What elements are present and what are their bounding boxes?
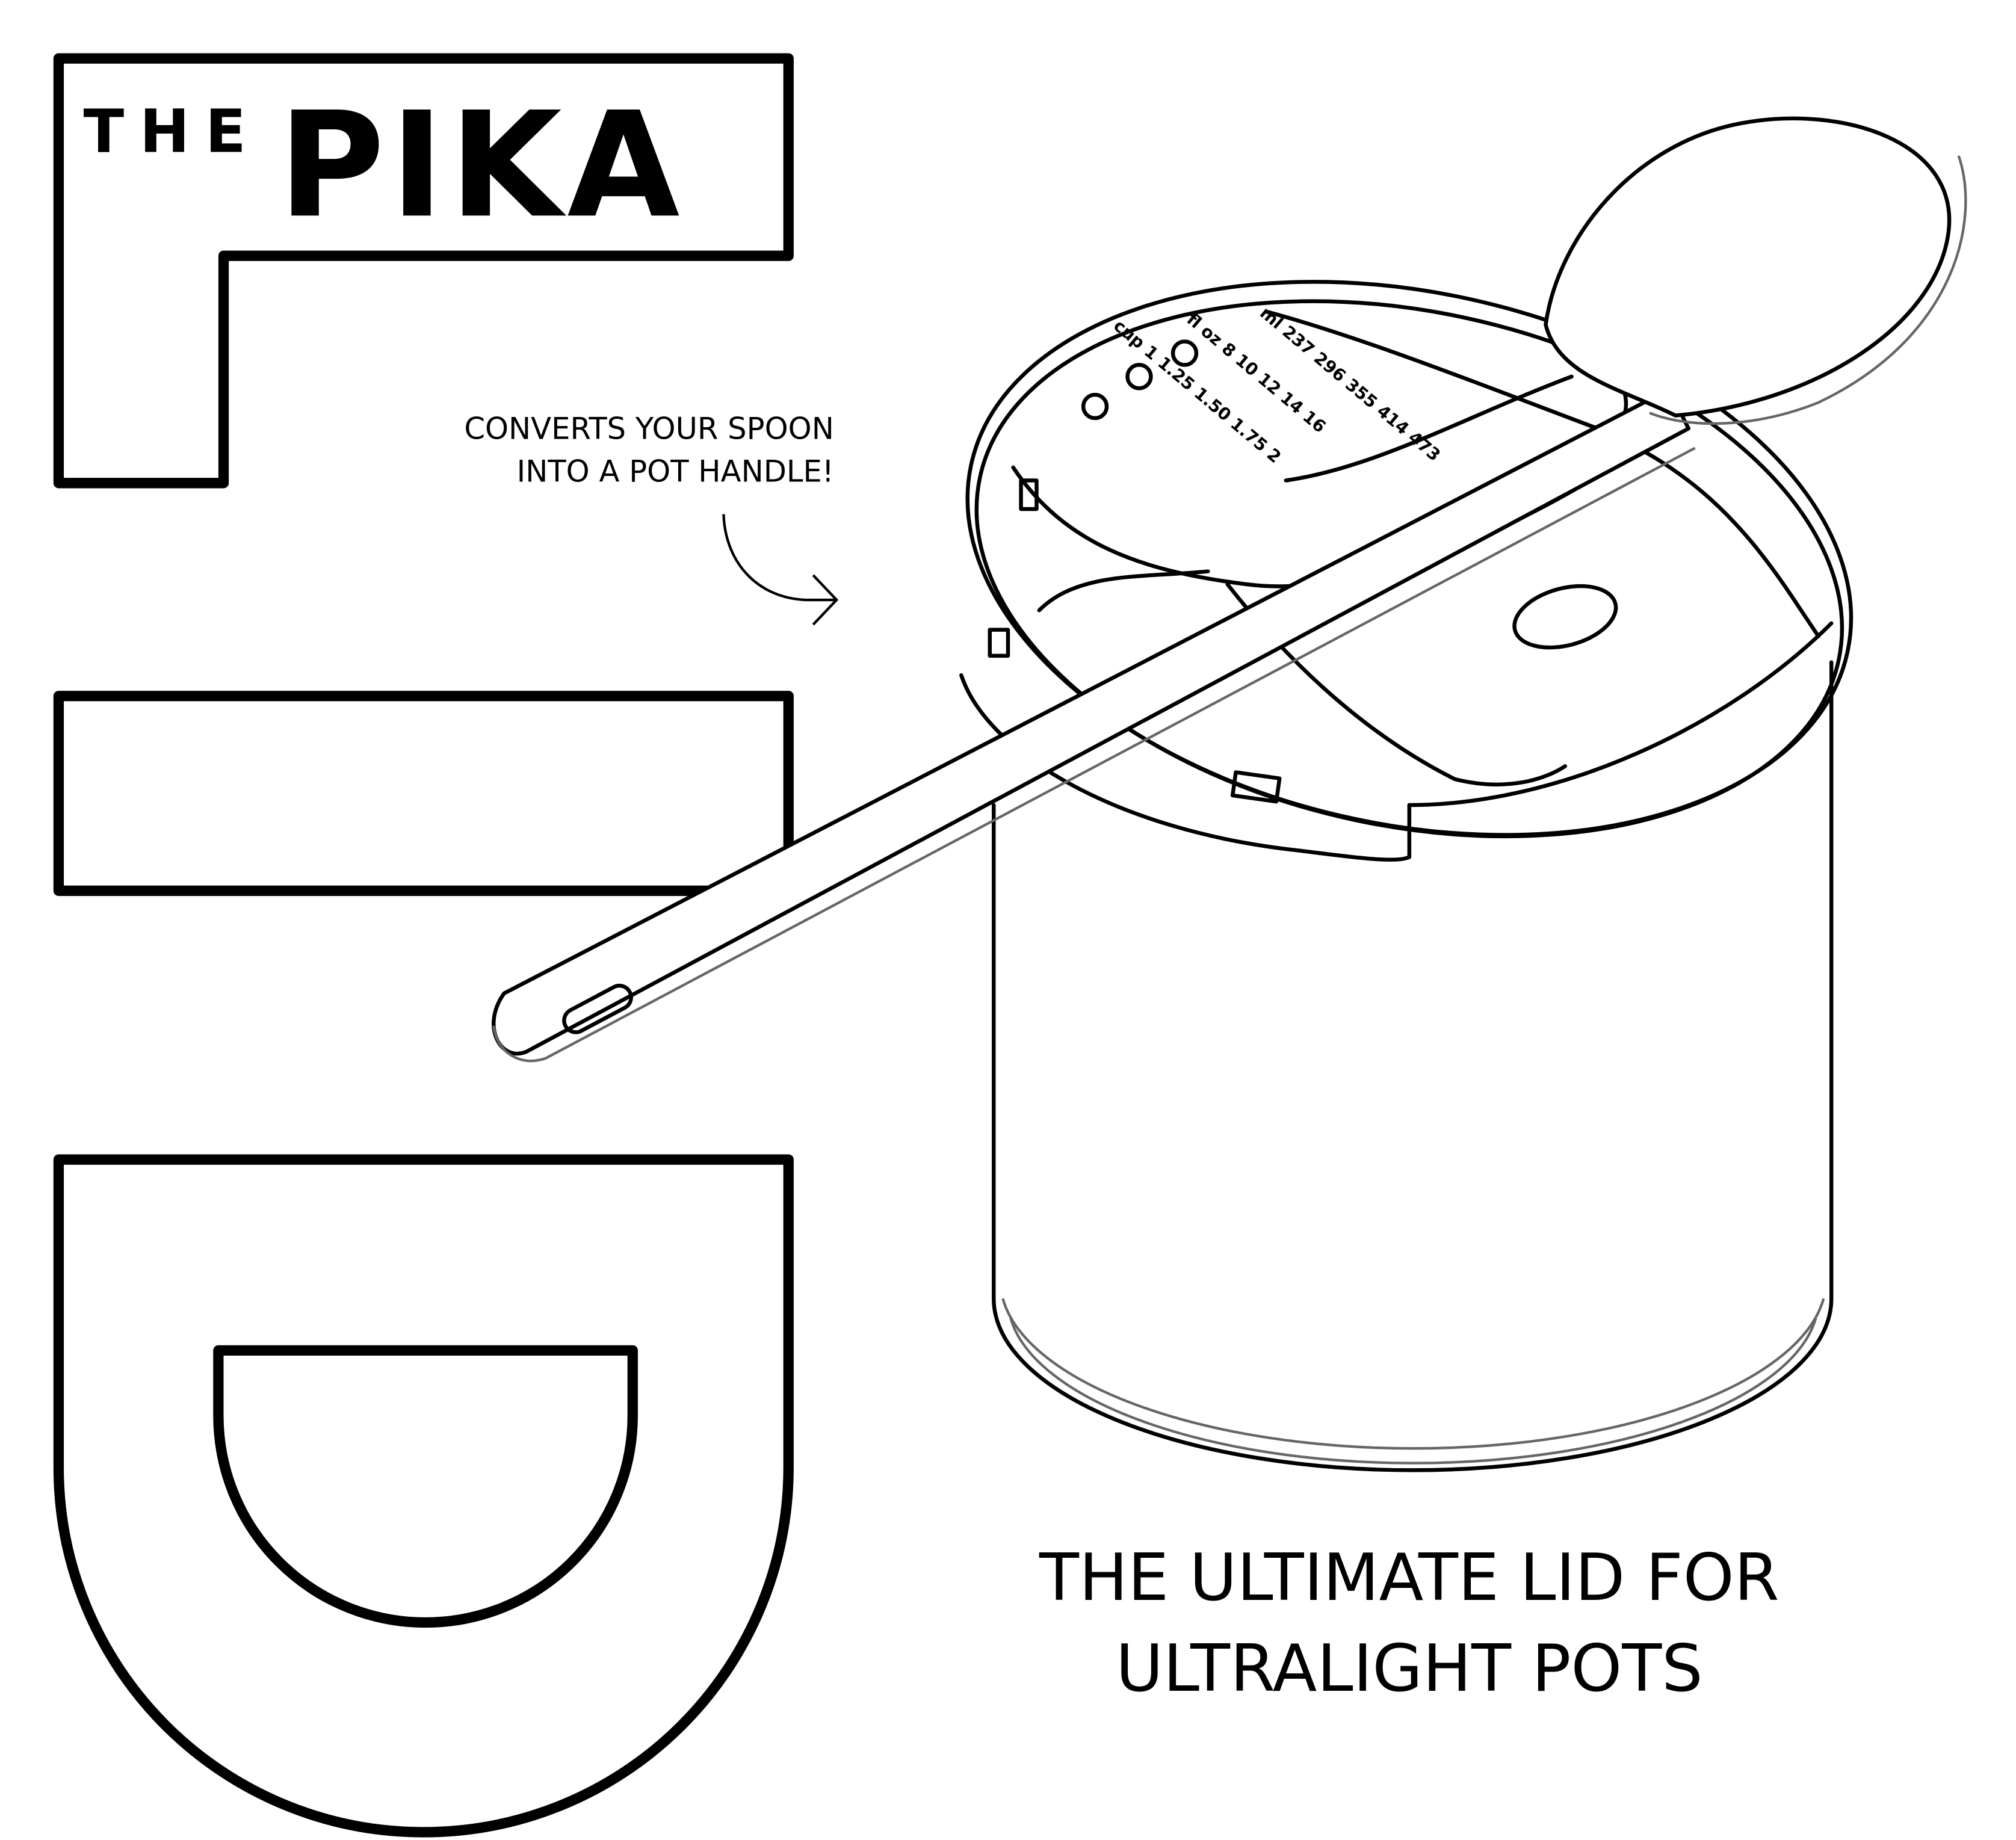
logo-l-frame — [53, 53, 794, 489]
logo-d-inner — [213, 1345, 638, 1628]
logo-i-bar — [53, 691, 794, 897]
tagline-line-2: ULTRALIGHT POTS — [1116, 1631, 1703, 1706]
logo-the: THE — [83, 97, 261, 166]
marking-floz: fl oz 8 10 12 14 16 — [1183, 309, 1330, 437]
arrow-icon — [722, 514, 839, 626]
tagline-line-1: THE ULTIMATE LID FOR — [1039, 1540, 1779, 1616]
logo-pika: PIKA — [278, 81, 685, 250]
pika-icon — [1512, 584, 1618, 650]
callout-line-1: CONVERTS YOUR SPOON — [464, 411, 834, 446]
spoon-illustration — [492, 116, 1967, 1063]
marking-cup: cup 1 1.25 1.50 1.75 2 — [1110, 316, 1285, 468]
callout-line-2: INTO A POT HANDLE! — [517, 454, 834, 489]
logo-d-shape — [53, 1154, 794, 1838]
